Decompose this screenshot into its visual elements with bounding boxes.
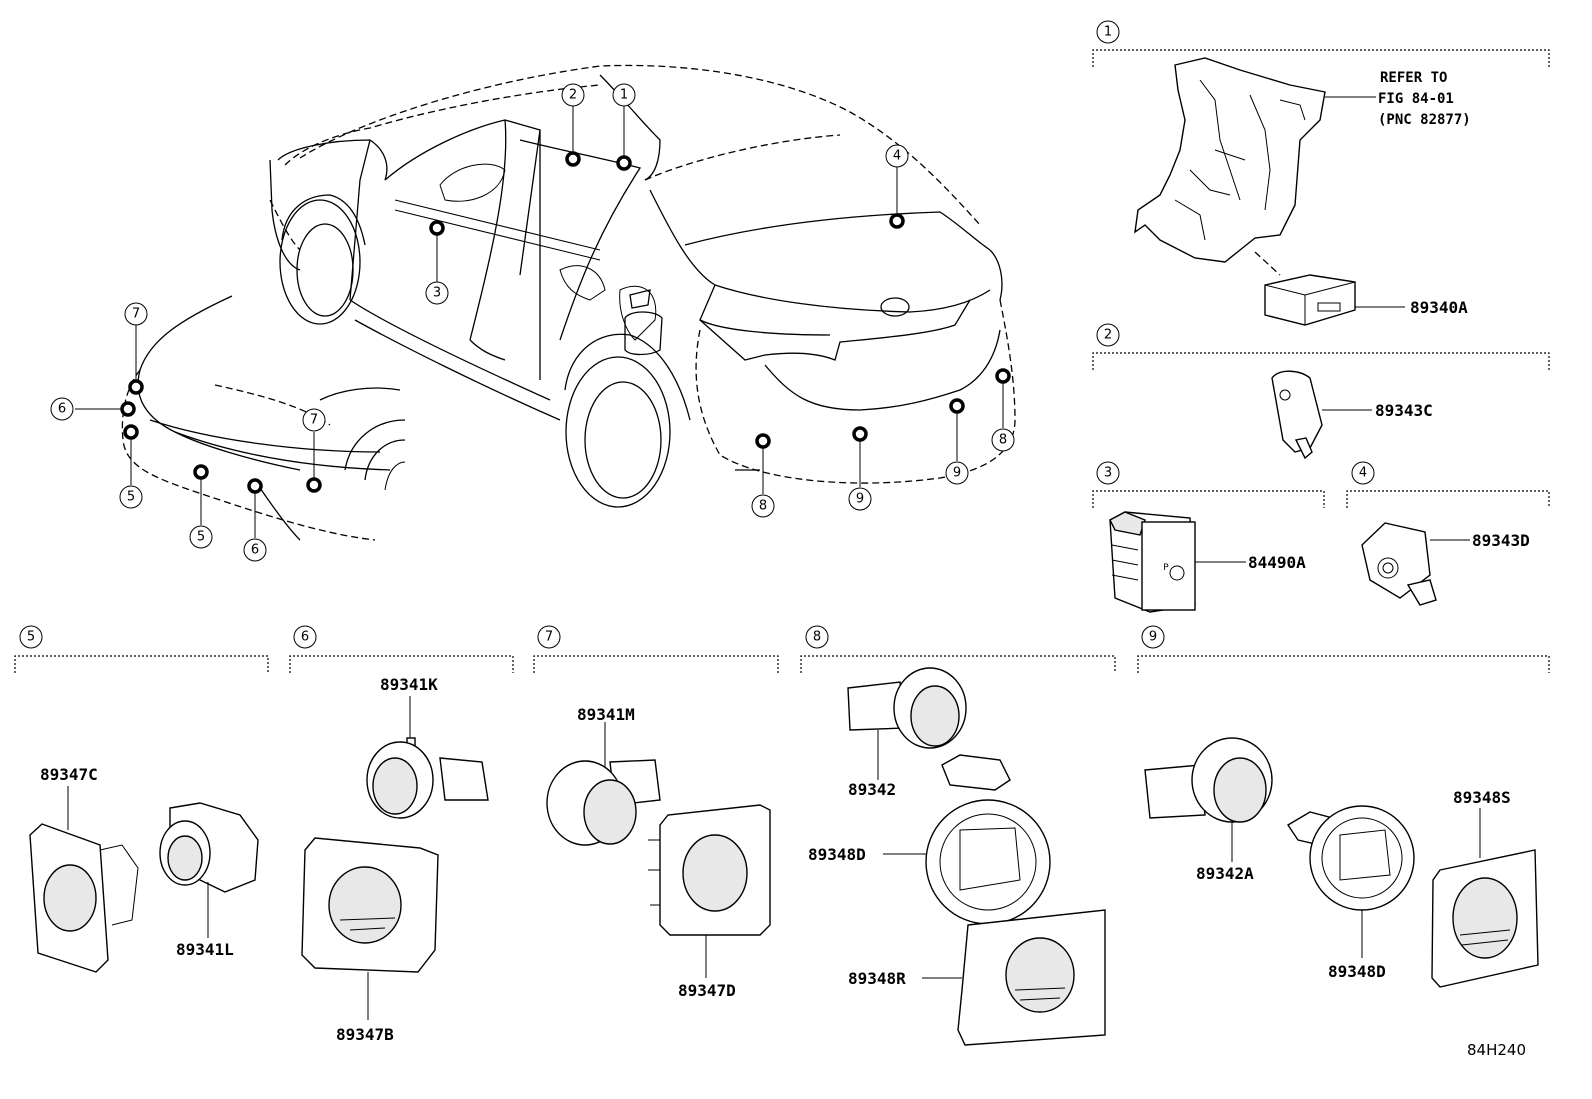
label-89348D: 89348D (1328, 962, 1386, 981)
group-9-header: 9 (1141, 625, 1165, 649)
part-84490A-switch: P (1109, 511, 1246, 613)
svg-text:8: 8 (813, 630, 821, 645)
callout-1: 1 (612, 83, 636, 107)
svg-text:4: 4 (1359, 466, 1367, 481)
svg-text:5: 5 (27, 630, 35, 645)
label-84490A: 84490A (1248, 553, 1306, 572)
svg-text:5: 5 (197, 530, 205, 545)
part-89341L-sensor (159, 802, 259, 938)
group-7-header: 7 (537, 625, 561, 649)
part-bracket-refer-fig (1134, 57, 1376, 276)
diagram-callouts: 1 2 3 4 7 6 5 5 6 7 8 9 9 8 (50, 83, 1015, 562)
part-89342A-sensor (1144, 737, 1273, 862)
callout-6: 6 (243, 538, 267, 562)
diagram-leaders (75, 106, 1004, 538)
svg-text:9: 9 (953, 466, 961, 481)
part-89348S-bezel (1431, 808, 1539, 988)
callout-5: 5 (119, 485, 143, 509)
part-89347D-retainer (648, 804, 771, 978)
label-89342A: 89342A (1196, 864, 1254, 883)
svg-text:2: 2 (569, 88, 577, 103)
group-5-header: 5 (19, 625, 43, 649)
svg-text:8: 8 (999, 433, 1007, 448)
svg-text:6: 6 (58, 402, 66, 417)
part-89348D-holder (1287, 805, 1415, 958)
svg-text:4: 4 (893, 149, 901, 164)
part-89347B-bezel (301, 837, 439, 1020)
group-3-header: 3 (1096, 461, 1120, 485)
svg-text:6: 6 (251, 543, 259, 558)
callout-9: 9 (848, 487, 872, 511)
group-4-header: 4 (1351, 461, 1375, 485)
part-89348D-holder (883, 754, 1051, 925)
callout-7: 7 (124, 302, 148, 326)
group-2-header: 2 (1096, 323, 1120, 347)
part-89343D-sensor (1361, 522, 1470, 606)
label-89347B: 89347B (336, 1025, 394, 1044)
svg-text:3: 3 (1104, 466, 1112, 481)
svg-text:2: 2 (1104, 328, 1112, 343)
callout-8: 8 (751, 494, 775, 518)
callout-7: 7 (302, 408, 326, 432)
label-89348R: 89348R (848, 969, 906, 988)
part-89340A-module (1264, 274, 1405, 326)
group-6-header: 6 (293, 625, 317, 649)
refer-note: REFER TO FIG 84-01 (PNC 82877) (1378, 70, 1471, 128)
front-bumper-view (121, 295, 406, 541)
svg-text:P: P (1163, 563, 1169, 573)
callout-3: 3 (425, 281, 449, 305)
label-89347D: 89347D (678, 981, 736, 1000)
callout-2: 2 (561, 83, 585, 107)
callout-6: 6 (50, 397, 74, 421)
label-89343D: 89343D (1472, 531, 1530, 550)
callout-4: 4 (885, 144, 909, 168)
svg-text:9: 9 (856, 492, 864, 507)
part-89347C-retainer (29, 786, 139, 973)
part-89341K-sensor (366, 696, 489, 819)
label-89342: 89342 (848, 780, 896, 799)
svg-text:(PNC 82877): (PNC 82877) (1378, 112, 1471, 128)
figure-code: 84H240 (1467, 1041, 1526, 1059)
label-89348S: 89348S (1453, 788, 1511, 807)
part-numbers: 89340A 89343C 84490A 89343D 89347C 89341… (40, 298, 1530, 1044)
label-89341M: 89341M (577, 705, 635, 724)
callout-8: 8 (991, 428, 1015, 452)
svg-text:REFER TO: REFER TO (1380, 70, 1447, 86)
svg-text:6: 6 (301, 630, 309, 645)
label-89340A: 89340A (1410, 298, 1468, 317)
callout-9: 9 (945, 461, 969, 485)
svg-text:7: 7 (310, 413, 318, 428)
svg-text:9: 9 (1149, 630, 1157, 645)
part-89343C-sensor (1271, 370, 1372, 460)
vehicle-body (269, 64, 1016, 508)
svg-text:3: 3 (433, 286, 441, 301)
part-89341M-sensor (546, 722, 661, 846)
svg-text:7: 7 (545, 630, 553, 645)
svg-text:1: 1 (1104, 25, 1112, 40)
group-brackets: 1 2 3 4 5 6 7 8 9 (14, 20, 1550, 673)
label-89341K: 89341K (380, 675, 438, 694)
callout-5: 5 (189, 525, 213, 549)
label-89347C: 89347C (40, 765, 98, 784)
svg-text:5: 5 (127, 490, 135, 505)
svg-text:7: 7 (132, 307, 140, 322)
svg-text:1: 1 (620, 88, 628, 103)
svg-text:FIG 84-01: FIG 84-01 (1378, 91, 1454, 107)
part-89342-sensor (847, 667, 967, 780)
group-8-header: 8 (805, 625, 829, 649)
label-89343C: 89343C (1375, 401, 1433, 420)
label-89348D: 89348D (808, 845, 866, 864)
part-89348R-bezel (922, 909, 1106, 1046)
label-89341L: 89341L (176, 940, 234, 959)
group-1-header: 1 (1096, 20, 1120, 44)
svg-text:8: 8 (759, 499, 767, 514)
